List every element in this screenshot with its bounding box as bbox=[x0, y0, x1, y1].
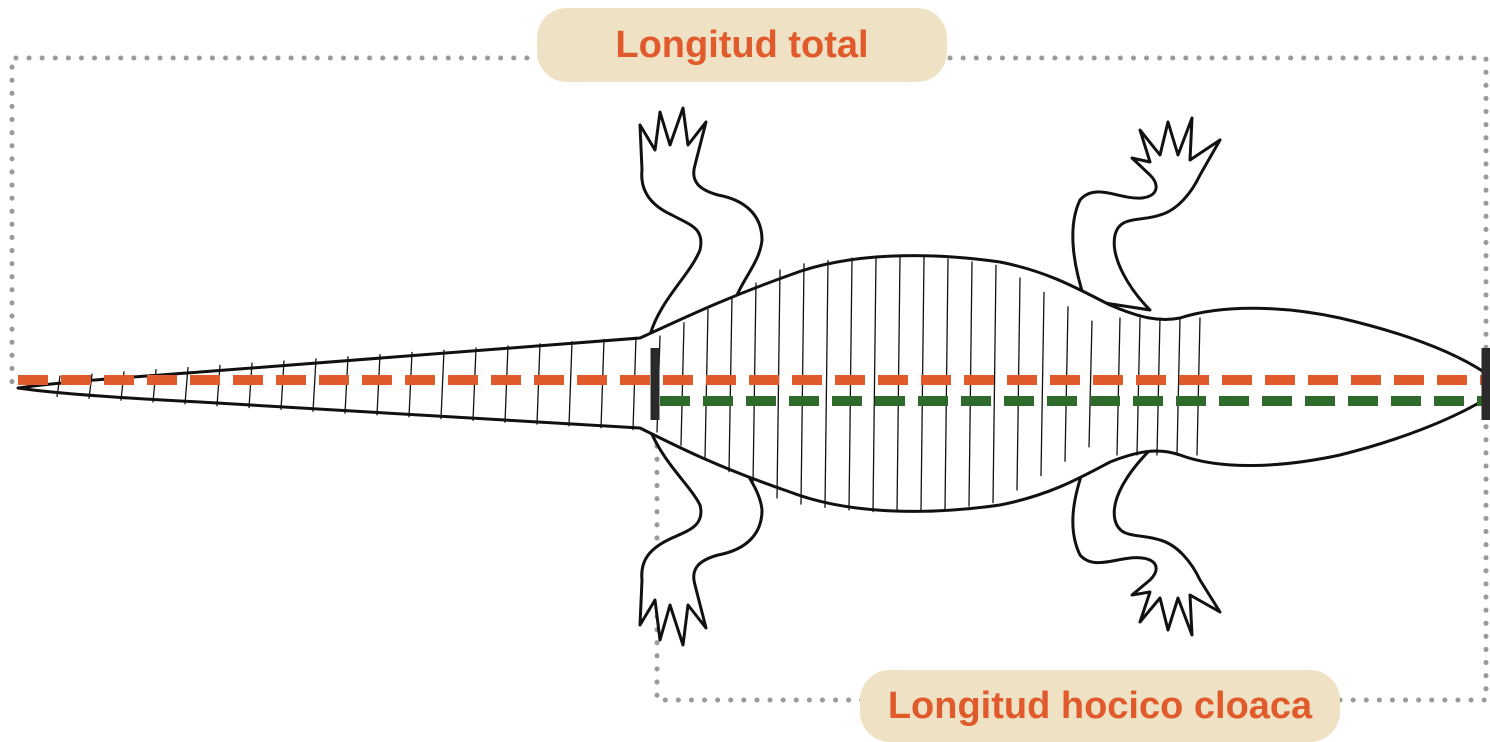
total-length-label: Longitud total bbox=[537, 8, 947, 82]
upper-hind-leg bbox=[1073, 118, 1220, 310]
lower-hind-leg bbox=[1073, 450, 1220, 635]
snout-vent-length-label: Longitud hocico cloaca bbox=[860, 670, 1340, 742]
